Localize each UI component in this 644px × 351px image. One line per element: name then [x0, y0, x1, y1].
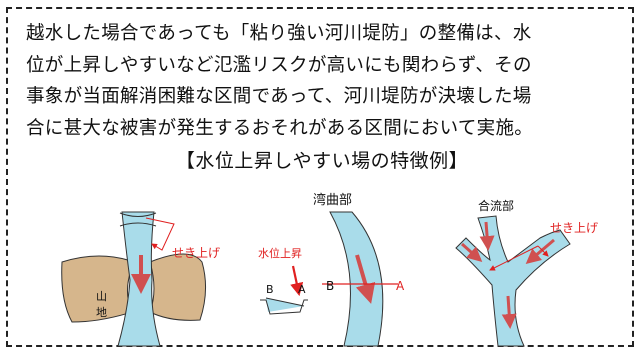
backwater-pointer-1 [489, 245, 539, 271]
paragraph-line: 位が上昇しやすいなど氾濫リスクが高いにも関わらず、その [26, 54, 532, 76]
bend-figure: 湾曲部 B A 水位上昇 B A [258, 192, 405, 347]
paragraph-line: 合に甚大な被害が発生するおそれがある区間において実施。 [26, 117, 534, 139]
bend-flow-arrow [355, 254, 376, 304]
section-b-label: B [266, 283, 274, 296]
confluence-backwater-label: せき上げ [550, 221, 598, 235]
narrows-figure: せき上げ 山 地 [61, 211, 220, 347]
left-branch-arrow [461, 242, 483, 262]
bend-title: 湾曲部 [313, 192, 352, 208]
sloped-water-surface [265, 297, 305, 307]
section-a-label: A [298, 283, 306, 296]
tributary-flow-arrow [525, 238, 555, 264]
plan-a-label: A [396, 279, 405, 293]
confluence-river [455, 215, 571, 347]
dashed-frame [6, 7, 634, 347]
main-flow-arrow [479, 221, 495, 251]
confluence-title: 合流部 [478, 198, 514, 213]
backwater-pointer-2 [537, 245, 549, 257]
narrows-water-surface-2 [119, 222, 157, 227]
mountain-right [149, 253, 206, 321]
cross-section [260, 299, 308, 315]
cross-section-water [266, 298, 304, 312]
mountain-label-1: 山 [96, 290, 107, 303]
backwater-pointer [145, 217, 175, 251]
bend-river [329, 211, 384, 347]
rise-arrow [290, 265, 304, 297]
plan-b-label: B [326, 279, 334, 293]
backwater-label: せき上げ [172, 246, 220, 260]
downstream-arrow [501, 295, 517, 329]
paragraph-line: 事象が当面解消困難な区間であって、河川堤防が決壊した場 [26, 86, 532, 107]
section-subtitle: 【水位上昇しやすい場の特徴例】 [175, 150, 469, 172]
description-paragraph: 越水した場合であっても「粘り強い河川堤防」の整備は、水 位が上昇しやすいなど氾濫… [26, 18, 626, 144]
confluence-figure: 合流部 せき上げ [455, 198, 598, 347]
mountain-label-2: 地 [96, 306, 107, 319]
rise-label: 水位上昇 [258, 246, 302, 260]
narrows-water-surface [119, 212, 157, 217]
paragraph-line: 越水した場合であっても「粘り強い河川堤防」の整備は、水 [26, 23, 532, 44]
